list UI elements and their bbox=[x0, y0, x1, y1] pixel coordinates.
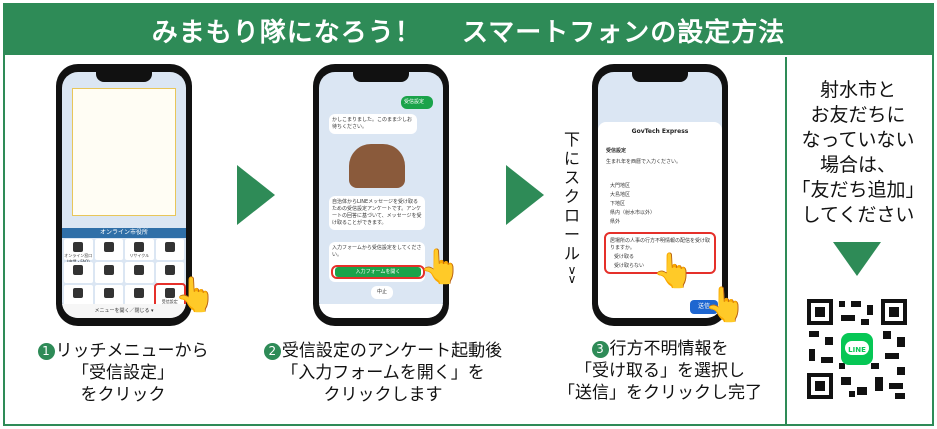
pointing-hand-icon: 👆 bbox=[419, 247, 462, 287]
option-receive[interactable]: 受け取る bbox=[614, 254, 635, 260]
flyer-image bbox=[72, 88, 176, 216]
section-divider bbox=[785, 57, 787, 426]
line-qr-code-icon[interactable]: LINE bbox=[805, 297, 909, 401]
cancel-chip[interactable]: 中止 bbox=[371, 286, 393, 299]
missing-info-question: 居場所の人事の行方不明情報の配信を受け取りますか。 受け取る 受け取らない bbox=[604, 232, 716, 274]
menu-item-receive-settings[interactable]: 受信設定 bbox=[153, 283, 186, 308]
bear-sticker-icon bbox=[349, 144, 405, 188]
phone-step3: GovTech Express 受信設定 生まれ年を西暦で入力ください。 大門地… bbox=[592, 64, 746, 326]
open-form-button[interactable]: 入力フォームを開く bbox=[335, 267, 421, 277]
header-banner: みまもり隊になろう！ スマートフォンの設定方法 bbox=[5, 5, 932, 55]
down-arrow-icon bbox=[833, 242, 881, 276]
next-arrow-icon bbox=[237, 165, 275, 225]
form-instruction: 入力フォームから受信設定をしてください。 bbox=[332, 245, 422, 258]
phone-notch bbox=[632, 72, 688, 82]
phone-screen: 受信設定 かしこまりました。このまま少しお待ちください。 自治体からLINEメッ… bbox=[319, 72, 443, 318]
phone-notch bbox=[96, 72, 152, 82]
step-number-badge: 3 bbox=[591, 341, 609, 358]
area-option[interactable]: 下地区 bbox=[610, 201, 626, 207]
question-missing-info: 居場所の人事の行方不明情報の配信を受け取りますか。 bbox=[610, 238, 711, 251]
area-option[interactable]: 県外 bbox=[610, 219, 621, 225]
step-caption-text: 行方不明情報を 「受け取る」を選択し 「送信」をクリックし完了 bbox=[558, 339, 762, 403]
double-chevron-down-icon: ∨∨ bbox=[567, 263, 577, 286]
question-birth-year: 生まれ年を西暦で入力ください。 bbox=[606, 159, 682, 165]
send-button[interactable]: 送信 bbox=[690, 300, 718, 314]
menu-item-8[interactable] bbox=[155, 262, 184, 283]
phone-step1: オンライン市役所 オンライン窓口(申請・FAQ) リサイクル 受信設定 メニュー… bbox=[56, 64, 216, 326]
pointing-hand-icon: 👆 bbox=[174, 275, 217, 315]
sheet-title: GovTech Express bbox=[631, 128, 689, 135]
phone-screen: オンライン市役所 オンライン窓口(申請・FAQ) リサイクル 受信設定 メニュー… bbox=[62, 72, 186, 318]
svg-text:LINE: LINE bbox=[848, 346, 866, 354]
menu-item-6[interactable] bbox=[94, 262, 123, 283]
rich-menu-grid: オンライン窓口(申請・FAQ) リサイクル 受信設定 bbox=[64, 239, 186, 308]
section-title: 受信設定 bbox=[606, 148, 627, 154]
step-caption-text: 受信設定のアンケート起動後 「入力フォームを開く」を クリックします bbox=[281, 341, 503, 405]
header-title-left: みまもり隊になろう！ bbox=[151, 17, 422, 48]
chat-message-1: かしこまりました。このまま少しお待ちください。 bbox=[329, 114, 417, 134]
highlight-ring bbox=[331, 265, 425, 279]
chat-input-bar[interactable] bbox=[319, 304, 443, 318]
chat-message-2: 自治体からLINEメッセージを受け取るための受信設定アンケートです。アンケートの… bbox=[329, 196, 425, 230]
form-sheet: GovTech Express 受信設定 生まれ年を西暦で入力ください。 大門地… bbox=[598, 122, 722, 318]
menu-item-9[interactable] bbox=[64, 285, 93, 306]
menu-item-5[interactable] bbox=[64, 262, 93, 283]
menu-item-10[interactable] bbox=[94, 285, 123, 306]
next-arrow-icon bbox=[506, 165, 544, 225]
area-option[interactable]: 大門地区 bbox=[610, 183, 631, 189]
phone-screen: GovTech Express 受信設定 生まれ年を西暦で入力ください。 大門地… bbox=[598, 72, 722, 318]
pointing-hand-icon: 👆 bbox=[704, 285, 747, 325]
menu-item-7[interactable] bbox=[125, 262, 154, 283]
step-caption-text: リッチメニューから 「受信設定」 をクリック bbox=[55, 341, 209, 405]
menu-item-4[interactable] bbox=[155, 239, 184, 260]
area-option[interactable]: 県内（射水市以外） bbox=[610, 210, 656, 216]
pointing-hand-icon: 👆 bbox=[652, 251, 695, 291]
receive-settings-badge: 受信設定 bbox=[401, 96, 433, 109]
option-not-receive[interactable]: 受け取らない bbox=[614, 263, 645, 269]
menu-item-2[interactable] bbox=[94, 239, 123, 260]
menu-item-recycle[interactable]: リサイクル bbox=[125, 239, 154, 260]
rich-menu-title: オンライン市役所 bbox=[62, 228, 186, 238]
phone-step2: 受信設定 かしこまりました。このまま少しお待ちください。 自治体からLINEメッ… bbox=[313, 64, 461, 326]
header-title-right: スマートフォンの設定方法 bbox=[462, 17, 786, 48]
area-option[interactable]: 大島地区 bbox=[610, 192, 631, 198]
menu-toggle-bar[interactable]: メニューを開く／閉じる ▾ bbox=[62, 304, 186, 318]
scroll-hint: 下にスクロール bbox=[563, 130, 580, 263]
menu-item-online[interactable]: オンライン窓口(申請・FAQ) bbox=[64, 239, 93, 264]
phone-notch bbox=[353, 72, 409, 82]
friend-add-note: 射水市と お友だちに なっていない 場合は、 「友だち追加」 してください bbox=[791, 79, 925, 226]
menu-item-11[interactable] bbox=[125, 285, 154, 306]
step-number-badge: 1 bbox=[37, 343, 55, 360]
step-number-badge: 2 bbox=[263, 343, 281, 360]
